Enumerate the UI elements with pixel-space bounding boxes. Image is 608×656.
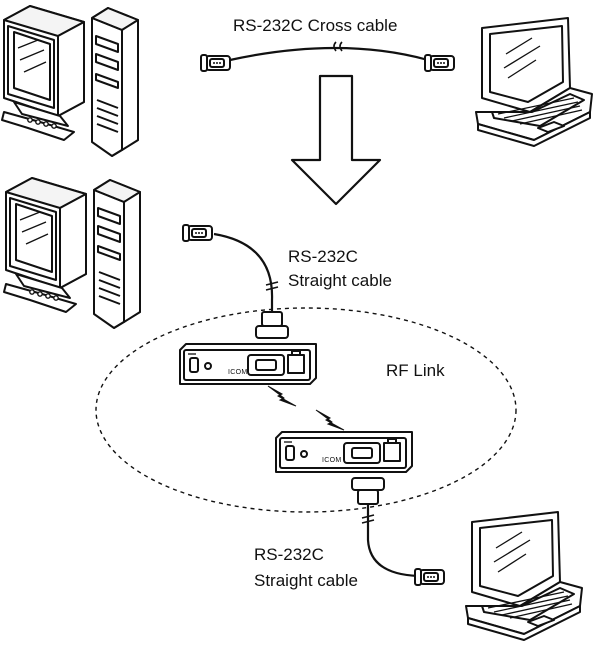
cross-cable (229, 46, 429, 62)
cross-cable-label: RS-232C Cross cable (233, 16, 397, 35)
modem-brand-label: ICOM (322, 457, 341, 464)
straight-cable-bottom-label-2: Straight cable (254, 571, 358, 590)
rf-link-boundary (95, 307, 517, 513)
laptop-computer-icon (465, 511, 583, 641)
db9-connector-icon (182, 224, 213, 242)
straight-cable-top-label-1: RS-232C (288, 247, 358, 266)
cable-break-icon (333, 41, 343, 52)
cable-break-icon (265, 281, 279, 291)
radio-modem-icon (275, 431, 413, 473)
db9-connector-icon (414, 568, 445, 586)
lightning-bolt-icon (267, 385, 297, 407)
db9-connector-icon (200, 54, 231, 72)
straight-cable-bottom-label-1: RS-232C (254, 545, 324, 564)
radio-modem-icon (179, 343, 317, 385)
desktop-computer-icon (1, 5, 139, 157)
rf-link-label: RF Link (386, 361, 445, 380)
down-arrow-icon (290, 74, 382, 206)
lightning-bolt-icon (315, 409, 345, 431)
db9-connector-icon (255, 311, 289, 339)
db9-connector-icon (424, 54, 455, 72)
straight-cable-bottom (366, 504, 419, 578)
db9-connector-icon (351, 477, 385, 505)
laptop-computer-icon (475, 17, 593, 147)
modem-brand-label: ICOM (228, 369, 247, 376)
straight-cable-top (213, 232, 274, 318)
straight-cable-top-label-2: Straight cable (288, 271, 392, 290)
cable-break-icon (361, 514, 375, 524)
desktop-computer-icon (3, 177, 141, 329)
